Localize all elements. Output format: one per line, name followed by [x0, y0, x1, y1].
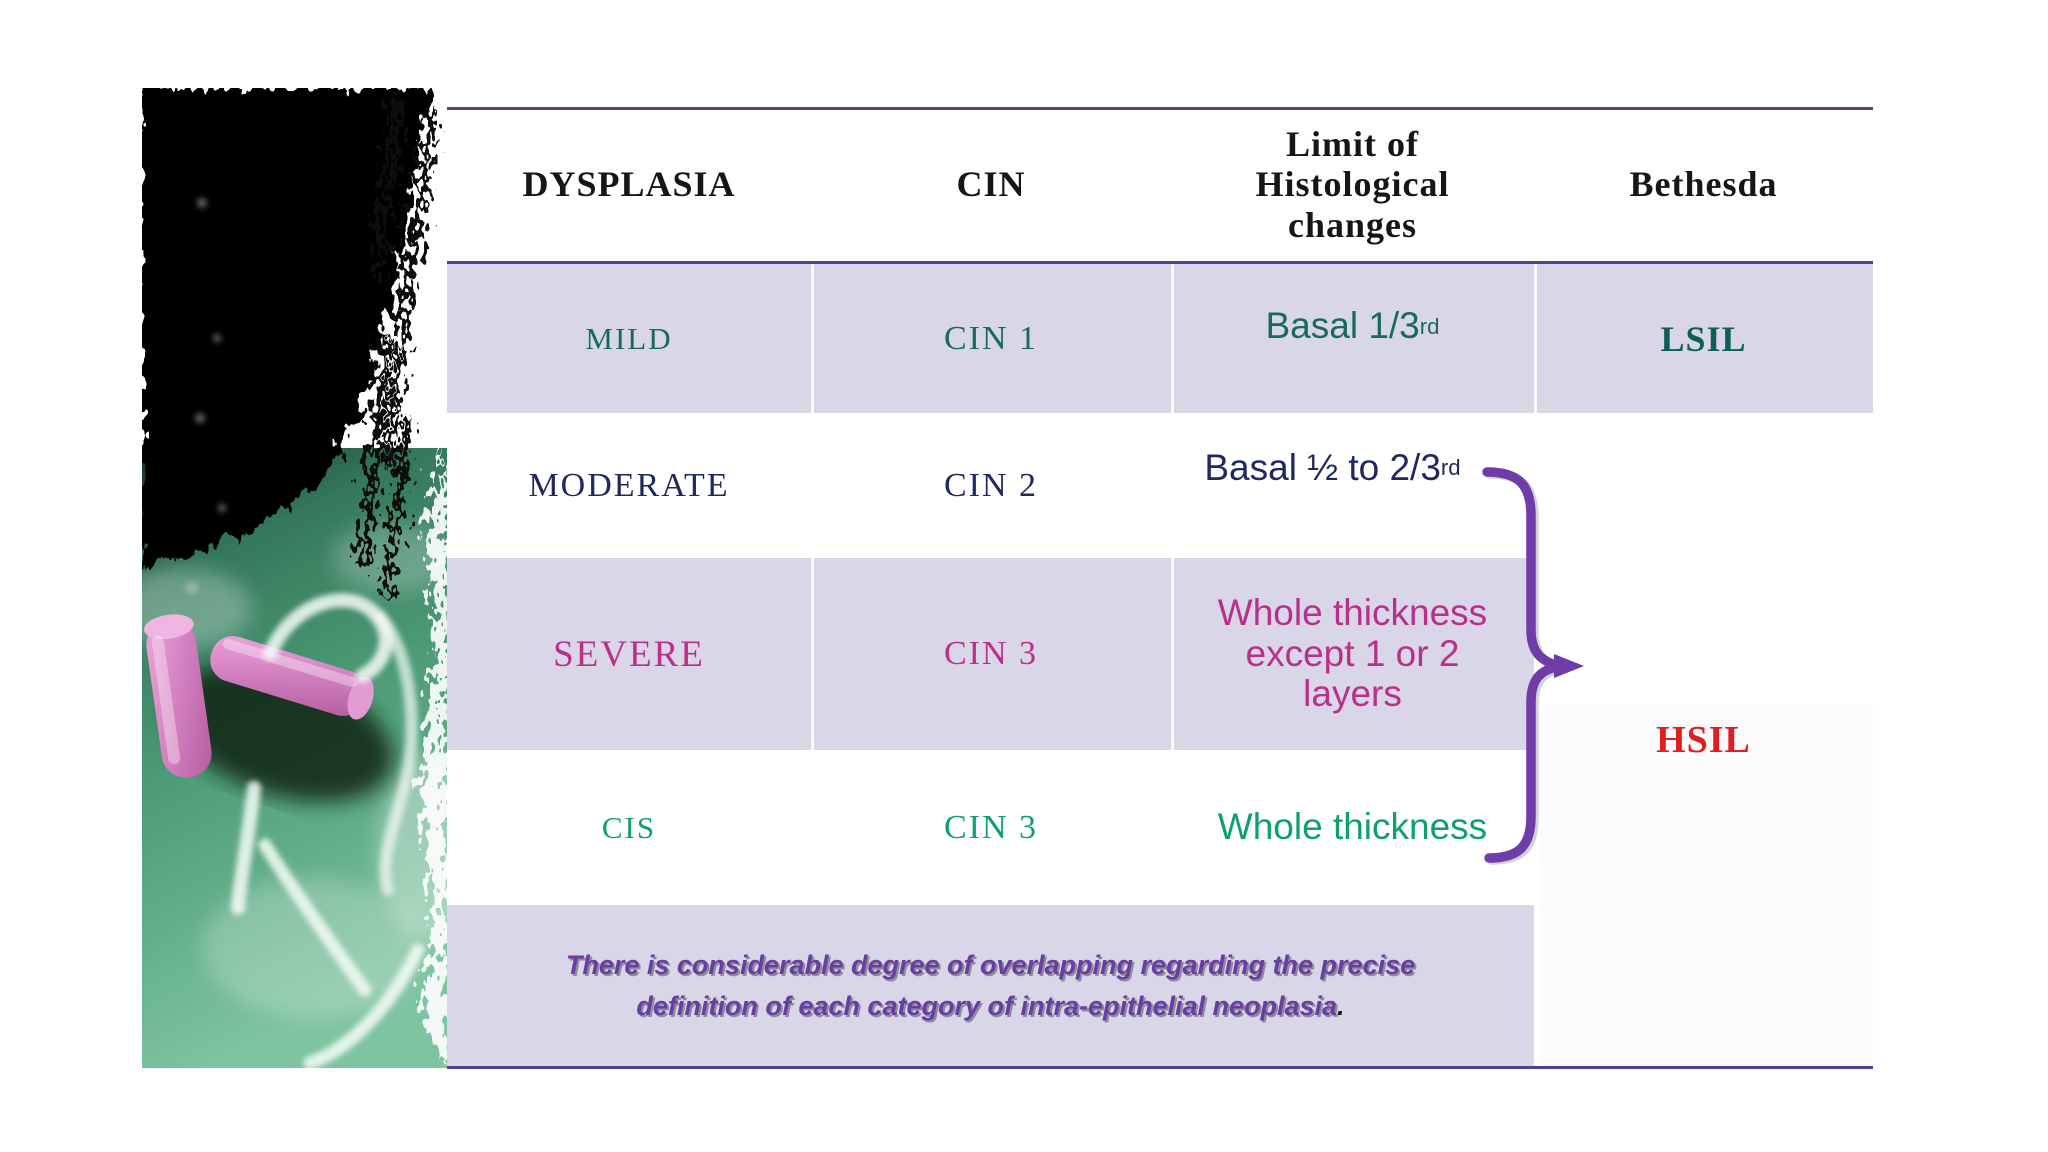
pink-chalk-sticks [144, 614, 374, 778]
hsil-group-brace [1482, 467, 1584, 865]
footnote-line-1: There is considerable degree of overlapp… [565, 949, 1416, 980]
table-header-rule [447, 261, 1873, 264]
footnote-period: . [1337, 990, 1345, 1021]
cell-dysplasia-severe: SEVERE [553, 633, 705, 675]
header-cin: CIN [956, 164, 1026, 205]
cell-cin-3-severe: CIN 3 [943, 635, 1039, 672]
footnote-line-2-text: definition of each category of intra-epi… [636, 990, 1338, 1021]
footnote: There is considerable degree of overlapp… [447, 905, 1534, 1066]
footnote-line-2: definition of each category of intra-epi… [636, 991, 1344, 1022]
column-separator [1171, 264, 1174, 413]
chalkboard-photo [142, 88, 447, 1068]
column-separator [1534, 264, 1537, 413]
cell-dysplasia-mild: MILD [585, 320, 673, 356]
header-dysplasia: DYSPLASIA [522, 164, 736, 205]
column-separator [811, 558, 814, 750]
column-separator [811, 264, 814, 413]
table-bottom-rule [447, 1066, 1873, 1069]
header-limit-of-histological-changes: Limit of Histological changes [1255, 124, 1450, 245]
cell-cin-1: CIN 1 [943, 319, 1039, 357]
cell-limit-whole-thickness-except: Whole thickness except 1 or 2 layers [1217, 591, 1488, 715]
cell-dysplasia-cis: CIS [601, 809, 657, 845]
row-band-mild [447, 264, 1873, 413]
header-bethesda: Bethesda [1629, 164, 1778, 205]
limit-text: Basal 1/3 [1265, 305, 1420, 347]
row-band-severe [447, 558, 1534, 750]
cell-dysplasia-moderate: MODERATE [528, 466, 730, 504]
table-top-rule [447, 107, 1873, 110]
cell-bethesda-hsil: HSIL [1656, 719, 1751, 761]
hsil-cell-background [1540, 705, 1873, 1066]
cell-cin-2: CIN 2 [943, 466, 1039, 504]
footnote-band [447, 905, 1534, 1066]
column-separator [1171, 558, 1174, 750]
cell-cin-3-cis: CIN 3 [943, 808, 1039, 846]
cell-bethesda-lsil: LSIL [1660, 318, 1747, 359]
limit-text: Basal ½ to 2/3 [1204, 446, 1441, 488]
cell-limit-whole-thickness: Whole thickness [1217, 806, 1488, 848]
